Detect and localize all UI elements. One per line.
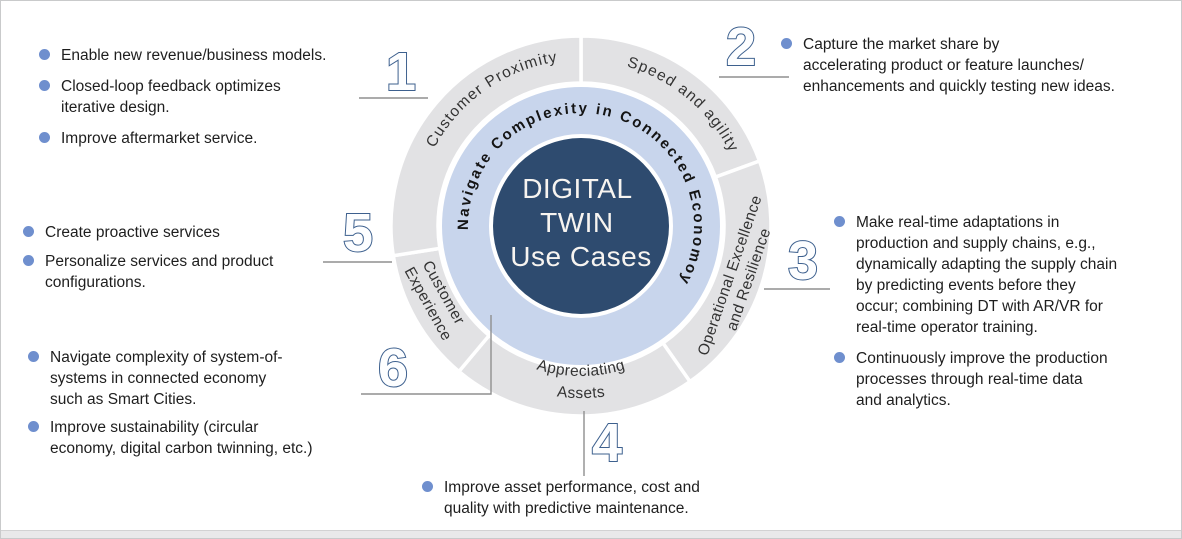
list-item: Improve asset performance, cost and qual… <box>422 477 762 519</box>
bottom-edge-strip <box>1 530 1181 538</box>
center-title: DIGITAL TWIN Use Cases <box>510 173 651 272</box>
segment-customer-proximity <box>389 34 583 258</box>
bullet-text: Improve sustainability (circular economy… <box>50 419 313 457</box>
list-item: Navigate complexity of system-of- system… <box>28 347 368 410</box>
step-number-3: 3 <box>788 231 818 291</box>
bullet-icon <box>23 255 34 266</box>
bullet-text: Enable new revenue/business models. <box>61 47 327 64</box>
center-circle <box>493 138 669 314</box>
step-number-4: 4 <box>592 413 622 473</box>
callout-2: Capture the market share by accelerating… <box>781 34 1166 97</box>
step-number-6: 6 <box>378 338 408 398</box>
list-item: Personalize services and product configu… <box>23 251 333 293</box>
bullet-icon <box>39 80 50 91</box>
callout-4: Improve asset performance, cost and qual… <box>422 477 762 519</box>
bullet-text: Personalize services and product configu… <box>45 253 274 291</box>
bullet-text: Make real-time adaptations in production… <box>856 214 1118 336</box>
bullet-text: Create proactive services <box>45 224 220 241</box>
list-item: Closed-loop feedback optimizes iterative… <box>39 76 384 118</box>
label-assets: Assets <box>556 383 606 402</box>
bullet-icon <box>23 226 34 237</box>
inner-ring <box>442 87 720 365</box>
bullet-icon <box>28 351 39 362</box>
bullet-icon <box>834 352 845 363</box>
bullet-icon <box>834 216 845 227</box>
step-number-2: 2 <box>726 17 756 77</box>
bullet-text: Continuously improve the production proc… <box>856 350 1108 409</box>
step-number-1: 1 <box>386 42 416 102</box>
list-item: Capture the market share by accelerating… <box>781 34 1166 97</box>
bullet-icon <box>28 421 39 432</box>
callout-5: Create proactive services Personalize se… <box>23 222 333 293</box>
connector-6 <box>361 315 492 395</box>
list-item: Continuously improve the production proc… <box>834 348 1174 411</box>
bullet-icon <box>39 49 50 60</box>
callout-1: Enable new revenue/business models. Clos… <box>39 45 384 149</box>
list-item: Improve sustainability (circular economy… <box>28 417 368 459</box>
list-item: Improve aftermarket service. <box>39 128 384 149</box>
callout-6: Navigate complexity of system-of- system… <box>28 347 368 459</box>
callout-3: Make real-time adaptations in production… <box>834 212 1174 411</box>
bullet-text: Closed-loop feedback optimizes iterative… <box>61 78 281 116</box>
bullet-icon <box>781 38 792 49</box>
bullet-text: Improve aftermarket service. <box>61 130 258 147</box>
label-appreciating: Appreciating <box>535 357 627 380</box>
list-item: Make real-time adaptations in production… <box>834 212 1174 338</box>
bullet-text: Capture the market share by accelerating… <box>803 36 1115 95</box>
bullet-icon <box>39 132 50 143</box>
bullet-icon <box>422 481 433 492</box>
list-item: Create proactive services <box>23 222 333 243</box>
list-item: Enable new revenue/business models. <box>39 45 384 66</box>
bullet-text: Improve asset performance, cost and qual… <box>444 479 700 517</box>
bullet-text: Navigate complexity of system-of- system… <box>50 349 283 408</box>
step-number-5: 5 <box>343 203 373 263</box>
